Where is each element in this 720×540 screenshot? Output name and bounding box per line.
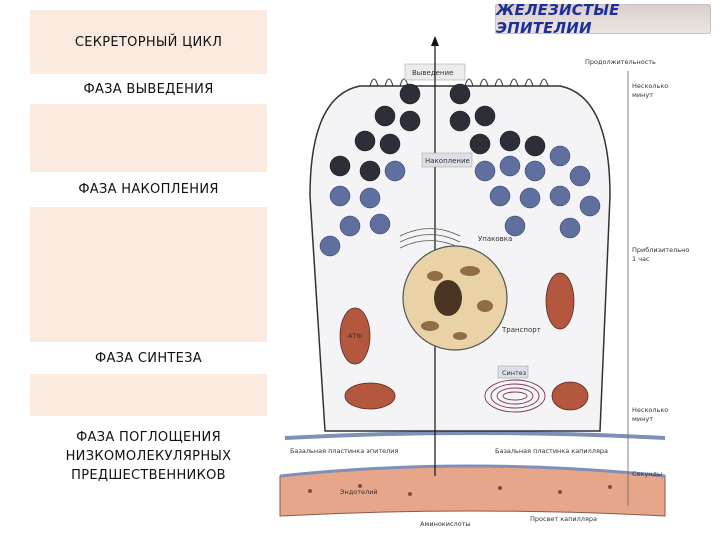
secretory-cycle-title: СЕКРЕТОРНЫЙ ЦИКЛ <box>30 10 267 74</box>
page-title: ЖЕЛЕЗИСТЫЕ ЭПИТЕЛИИ <box>496 1 620 37</box>
arrow-head-up <box>431 36 439 46</box>
nucleolus <box>434 280 462 316</box>
phase-excretion-band <box>30 104 267 172</box>
phase-synthesis: ФАЗА СИНТЕЗА <box>30 342 267 374</box>
amino-acids-label: Аминокислоты <box>420 520 471 528</box>
capillary-basal-lamina <box>279 464 666 478</box>
excretion-label: Выведение <box>412 69 453 77</box>
capillary <box>279 465 666 517</box>
mitochondria <box>339 272 589 411</box>
phase-uptake-line1: ФАЗА ПОГЛОЩЕНИЯ <box>76 429 221 445</box>
capillary-cell-dots <box>308 484 612 496</box>
epithelium-basal-lamina <box>284 431 666 440</box>
rough-er <box>484 379 546 413</box>
timeline-few-minutes-bottom-1: Несколько <box>632 406 668 414</box>
accumulation-label-box <box>421 152 473 168</box>
glandular-epithelium-header: ЖЕЛЕЗИСТЫЕ ЭПИТЕЛИИ <box>495 1 711 37</box>
capillary-lumen-label: Просвет капилляра <box>530 515 597 523</box>
transport-label: Транспорт <box>501 326 541 334</box>
phase-accumulation: ФАЗА НАКОПЛЕНИЯ <box>30 172 267 207</box>
timeline-few-minutes-top-2: минут <box>632 91 653 99</box>
phase-uptake: ФАЗА ПОГЛОЩЕНИЯ НИЗКОМОЛЕКУЛЯРНЫХ ПРЕДШЕ… <box>30 416 267 496</box>
timeline-tens-minutes-2: 1 час <box>632 255 650 263</box>
phase-uptake-line3: ПРЕДШЕСТВЕННИКОВ <box>71 467 226 483</box>
phase-excretion: ФАЗА ВЫВЕДЕНИЯ <box>30 74 267 104</box>
accumulation-label: Накопление <box>425 157 470 165</box>
basal-lamina-capillary-label: Базальная пластинка капилляра <box>495 447 608 455</box>
secretory-cell-diagram: Выведение Накопление Упаковка Транспорт <box>279 36 689 528</box>
microvilli <box>369 78 549 87</box>
endothelium-label: Эндотелий <box>340 488 378 496</box>
phase-synthesis-band <box>30 374 267 416</box>
synthesis-label-box <box>497 365 529 379</box>
secretory-granules-dark <box>329 83 546 182</box>
timeline-seconds: Секунды <box>632 470 662 478</box>
timeline-few-minutes-top-1: Несколько <box>632 82 668 90</box>
synthesis-label: Синтез <box>502 369 527 377</box>
packaging-label: Упаковка <box>478 235 512 243</box>
chromatin <box>421 266 493 340</box>
timeline-few-minutes-bottom-2: минут <box>632 415 653 423</box>
atp-label: АТФ <box>348 332 362 340</box>
basal-lamina-epithelium-label: Базальная пластинка эпителия <box>290 447 398 455</box>
phase-accumulation-band <box>30 207 267 342</box>
secretory-granules-blue <box>319 145 601 257</box>
timeline-tens-minutes-1: Приблизительно <box>632 246 689 254</box>
timeline-heading: Продолжительность <box>585 58 656 66</box>
phase-uptake-line2: НИЗКОМОЛЕКУЛЯРНЫХ <box>65 448 232 464</box>
